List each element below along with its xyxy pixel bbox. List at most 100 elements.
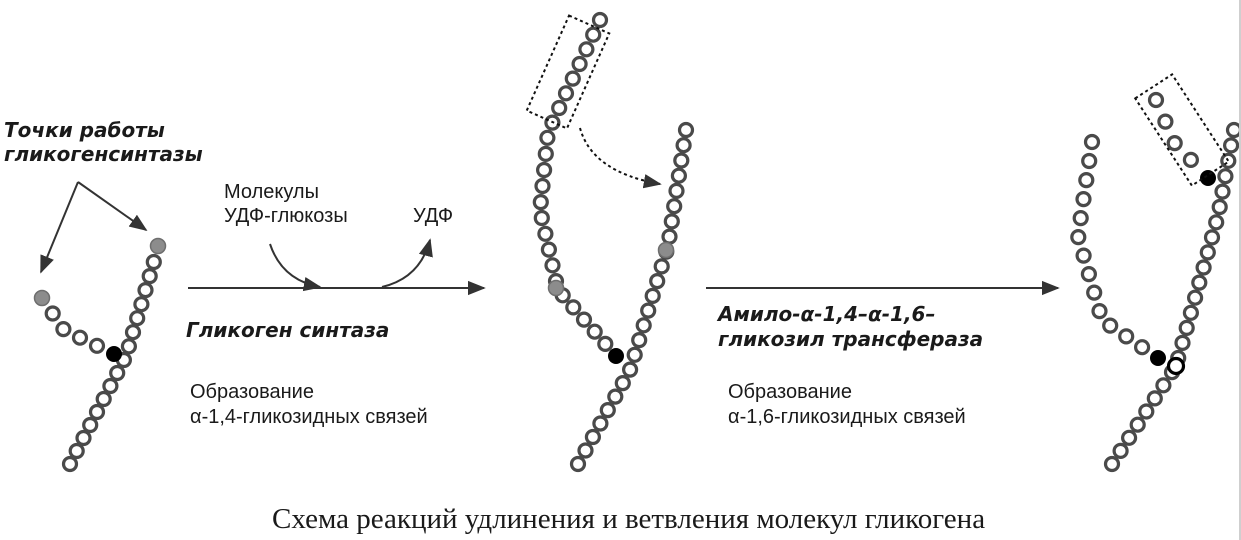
glucose-residue [533, 209, 550, 227]
glucose-residue [1075, 191, 1092, 208]
glucose-residue [1086, 284, 1103, 301]
glucose-residue [584, 428, 602, 446]
glucose-residue [1118, 328, 1135, 345]
glucose-residue [571, 55, 588, 73]
glucose-residue [1070, 229, 1087, 246]
glucose-residue [1078, 172, 1095, 189]
udp-out-arrow [381, 238, 433, 288]
glucose-residue [1103, 455, 1121, 473]
glucose-residue [1083, 133, 1101, 151]
active-site-residue [657, 241, 675, 259]
glucose-residue [677, 121, 695, 139]
glucose-residue [621, 361, 639, 378]
glucose-residue [564, 70, 581, 87]
glucose-residue [1155, 377, 1172, 394]
glucose-residue [626, 346, 643, 363]
glucose-residue [1147, 91, 1165, 109]
figure-caption: Схема реакций удлинения и ветвления моле… [272, 503, 986, 535]
glucose-residue [666, 198, 683, 215]
glucose-residue [1222, 137, 1240, 154]
glucose-residue [537, 145, 554, 162]
glucose-residue [88, 337, 106, 354]
glucose-residue [82, 416, 99, 434]
branch-point-residue [608, 348, 624, 364]
glucose-residue [537, 225, 554, 242]
glucose-residue [1214, 183, 1231, 200]
glucose-residue [1220, 152, 1237, 169]
glucose-residue [1186, 289, 1204, 306]
enzyme-transferase-line1: Амило-α-1,4–α-1,6– [718, 302, 936, 326]
glycogen-molecule-elongated [532, 11, 695, 473]
glucose-residue [607, 388, 624, 405]
udp-glucose-in-arrow [269, 243, 322, 292]
glucose-residue [532, 194, 549, 211]
glucose-residue [534, 177, 551, 195]
glucose-residue [1211, 198, 1228, 216]
glucose-residue [1217, 168, 1234, 185]
glucose-residue [649, 273, 666, 290]
glucose-residue [1208, 214, 1225, 231]
glucose-residue [1102, 317, 1119, 334]
glucose-residue [124, 324, 142, 341]
glucose-residue [1182, 304, 1200, 321]
glucose-residue [1138, 403, 1155, 420]
glucose-residue [68, 442, 85, 460]
formation-a16-line2: α-1,6-гликозидных связей [728, 406, 966, 428]
glucose-residue [535, 161, 553, 179]
attached-segment-box [1133, 73, 1231, 187]
glucose-residue [1081, 152, 1098, 170]
glucose-residue [1072, 210, 1089, 227]
glucose-residue [578, 41, 595, 58]
glucose-residue [1191, 274, 1208, 291]
glucose-residue [675, 137, 692, 154]
glucose-residue [1174, 334, 1191, 351]
right-border [1239, 0, 1241, 540]
glucose-residue [644, 287, 661, 304]
glucose-residue [120, 338, 137, 355]
sites-arrow-left [40, 181, 79, 274]
glucose-residue [635, 317, 652, 334]
active-site-residue [33, 289, 51, 307]
glucose-residue [1091, 303, 1108, 320]
glucose-residue [592, 415, 609, 432]
glucose-residue [577, 442, 594, 459]
glucose-residue [539, 129, 556, 146]
formation-a14-line1: Образование [190, 381, 314, 403]
glucose-residue [540, 241, 558, 258]
glucose-residue [109, 364, 126, 382]
active-site-residue [149, 237, 167, 255]
glucose-residue [1146, 390, 1163, 407]
glucose-residue [1182, 151, 1200, 168]
glucose-residue [88, 403, 106, 421]
glucose-residue [55, 321, 72, 338]
glucose-residue [1178, 319, 1195, 336]
branch-point-residue [106, 346, 122, 362]
glucose-residue [44, 305, 61, 322]
enzyme-transferase-line2: гликозил трансфераза [718, 327, 984, 351]
glucose-residue [1112, 442, 1129, 459]
glucose-residue [61, 455, 79, 473]
glucose-residue [663, 213, 680, 230]
glucose-residue [544, 257, 561, 274]
transferred-segment-attachment [1200, 170, 1216, 186]
glucose-residue [1195, 259, 1212, 276]
enzyme-glycogen-synthase: Гликоген синтаза [186, 318, 390, 342]
glucose-residue [599, 402, 616, 419]
transfer-dotted-arrow [579, 127, 662, 189]
active-site-residue [547, 279, 565, 297]
glycogen-molecule-initial [33, 237, 167, 473]
glucose-residue [133, 296, 150, 313]
glucose-residue [661, 228, 678, 245]
glucose-residue [137, 282, 154, 299]
glucose-residue [586, 323, 603, 340]
glucose-residue [668, 182, 685, 199]
glucose-residue [1075, 247, 1092, 264]
glucose-residue [1199, 244, 1216, 261]
new-branch-point-residue [1166, 356, 1186, 376]
glucose-residue [1129, 416, 1146, 433]
glucose-residue [145, 253, 162, 271]
glucose-residue [673, 152, 690, 169]
glucose-residue [141, 268, 158, 285]
glucose-residue [1133, 339, 1151, 356]
